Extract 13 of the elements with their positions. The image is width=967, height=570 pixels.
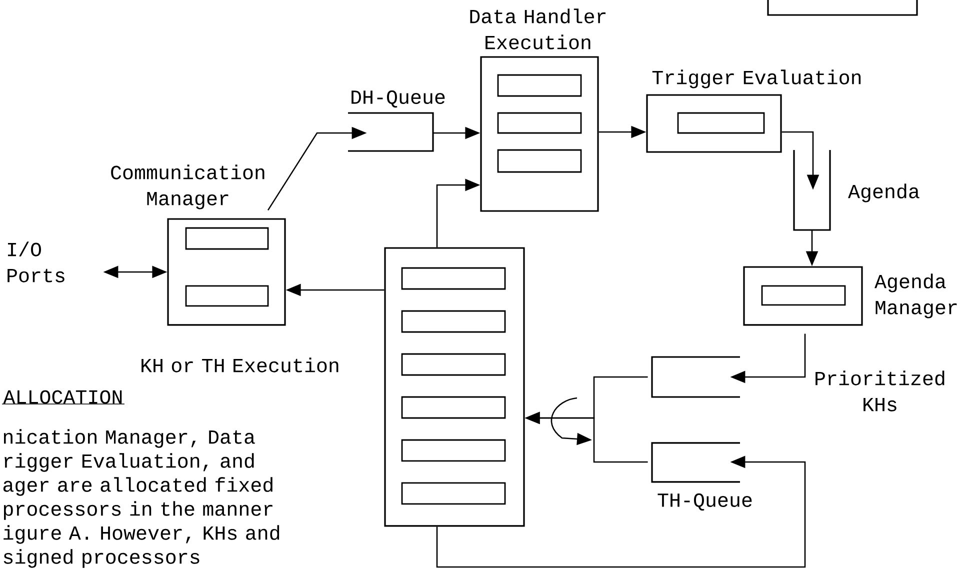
processor-box: Communication Manager [111, 164, 286, 326]
processor-box: Agenda Manager [743, 266, 957, 326]
port-label: I/O Ports [8, 242, 64, 282]
node-label: Trigger Evaluation [652, 70, 861, 88]
processor-box: Trigger Evaluation [646, 70, 861, 153]
node-label: Communication Manager [111, 164, 264, 210]
processor-box: Data Handler Execution [470, 8, 606, 212]
paragraph: nication Manager, Data rigger Evaluation, and ager are allocated fixed processors in the manner igure A. However, KHs and signed processors [3, 429, 280, 568]
section-heading: ALLOCATION [2, 390, 125, 404]
node-label: Agenda Manager [874, 274, 957, 318]
node-label: KH or TH Execution [142, 358, 338, 372]
node-label: Data Handler Execution [470, 8, 606, 50]
box-outline [767, 0, 918, 16]
